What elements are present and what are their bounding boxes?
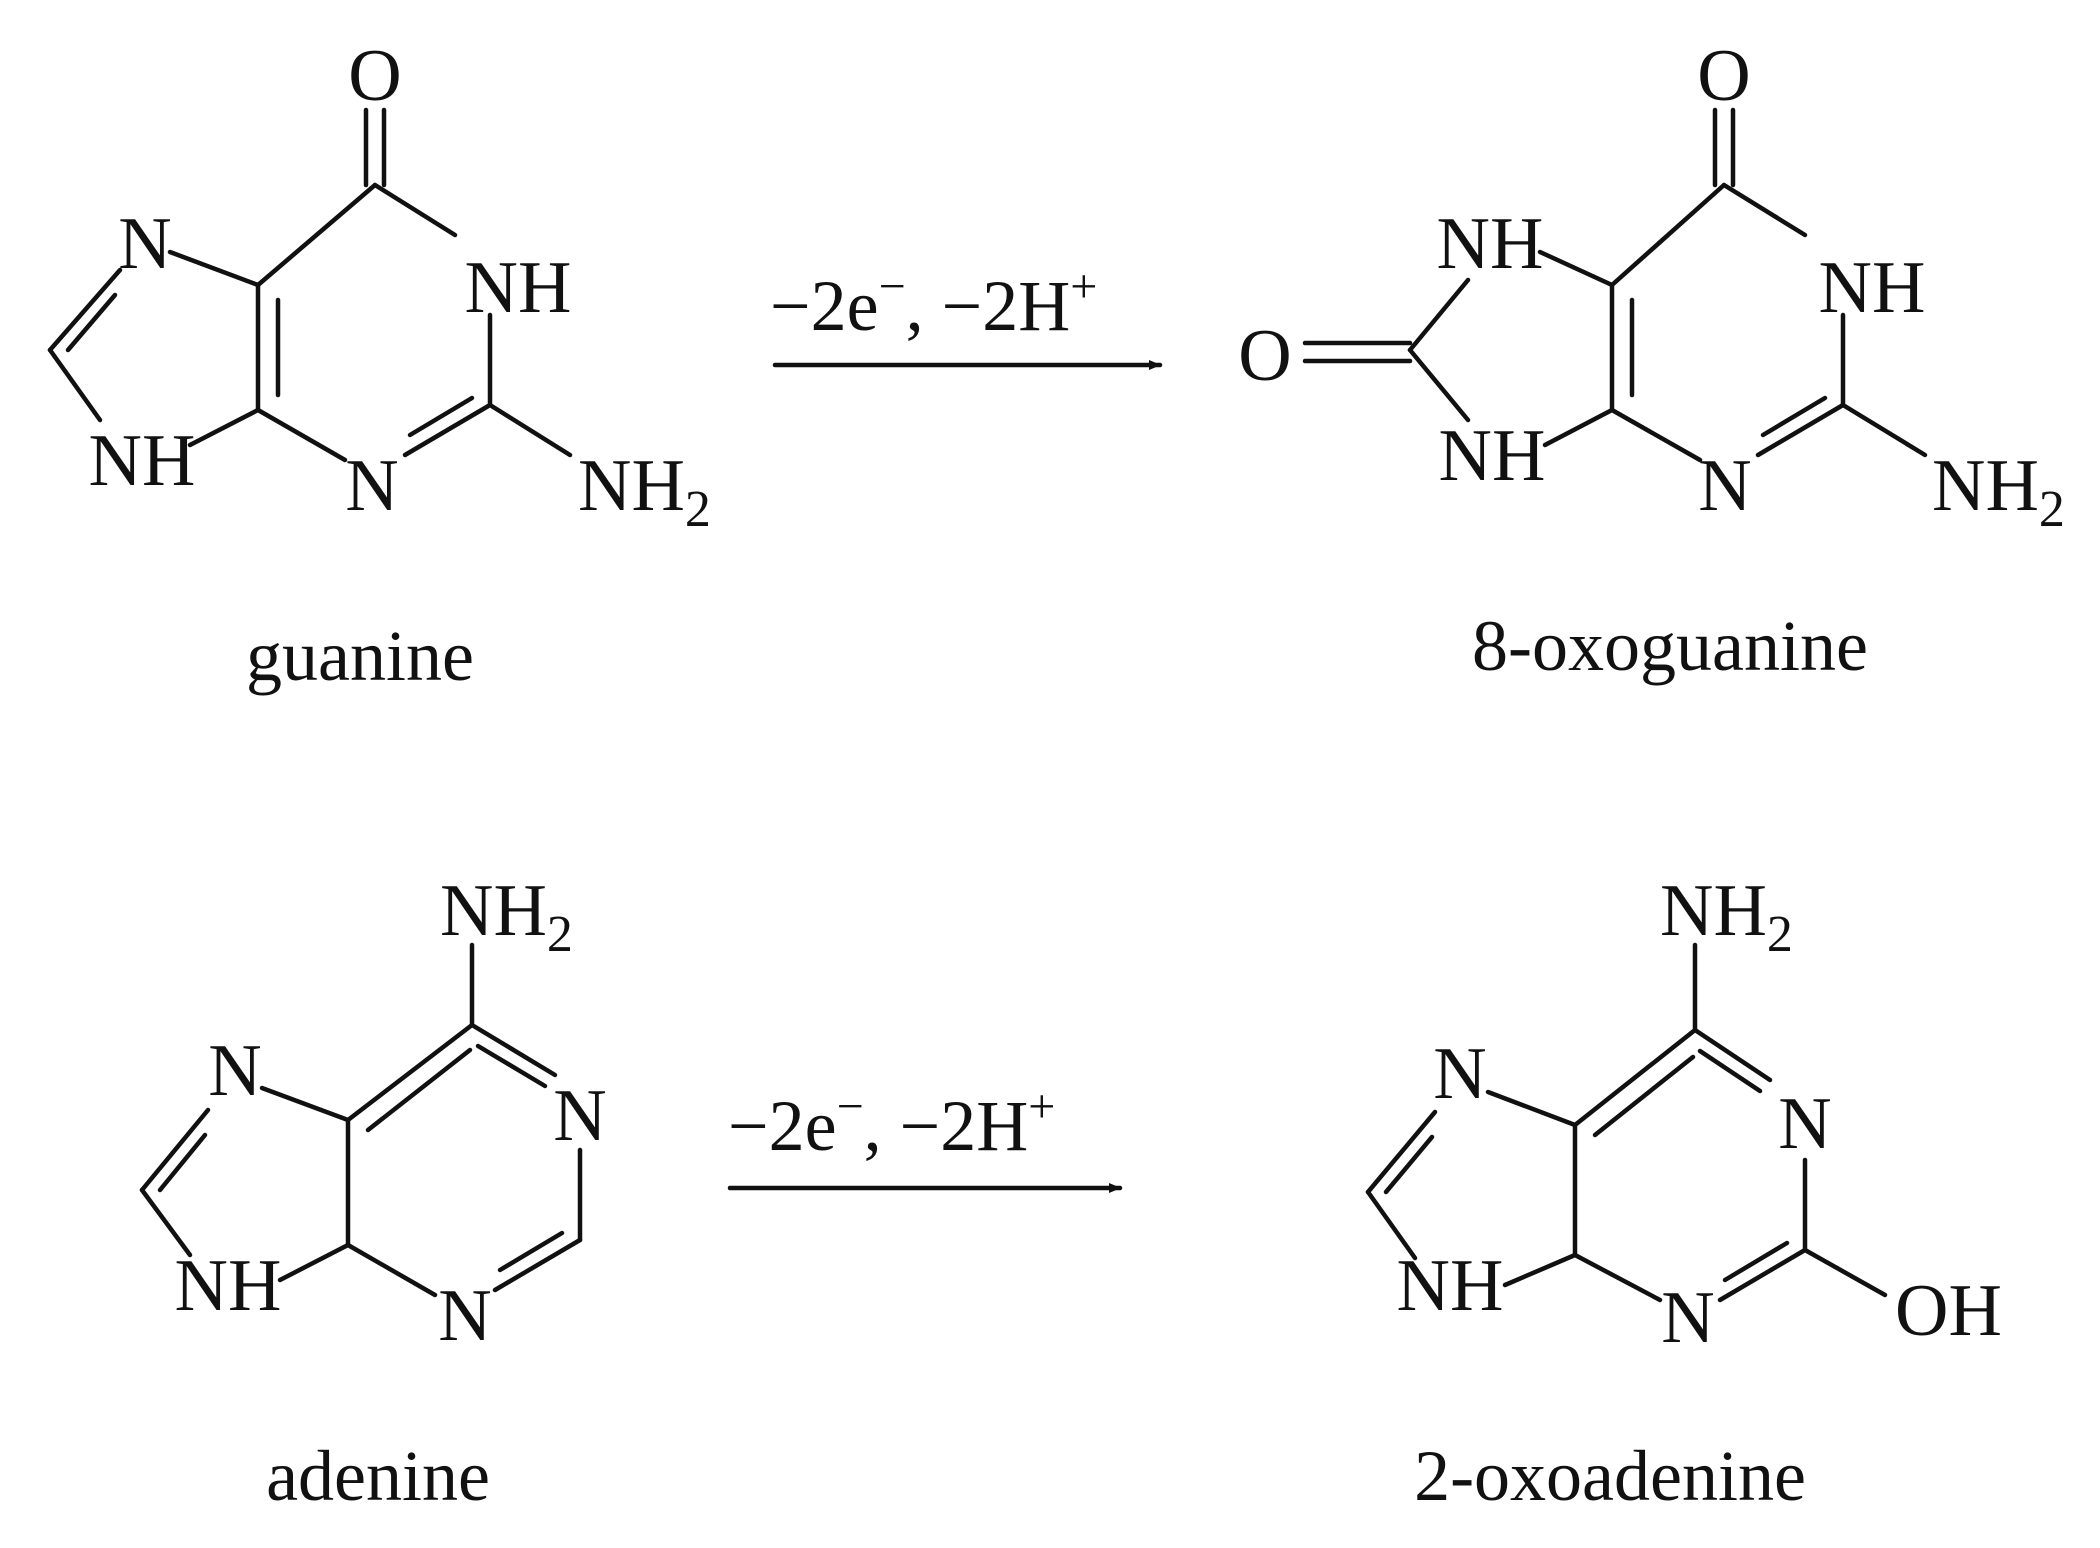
reaction-arrow-2: −2e−, −2H+ [727,1080,1123,1193]
adenine-n9h: NH [175,1245,282,1327]
8-oxoguanine-structure: O O NH NH NH N NH2 8-oxoguanine [1238,35,2065,686]
2-oxoadenine-n1: N [1778,1083,1831,1165]
adenine-structure: NH2 N N NH N adenine [139,870,607,1516]
8-oxoguanine-carbonyl-oxygen: O [1697,35,1750,117]
reaction-adenine-oxidation: NH2 N N NH N adenine −2e−, −2H+ [139,870,2002,1516]
reaction-2-conditions: −2e−, −2H+ [728,1080,1055,1166]
guanine-n9h: NH [89,420,196,502]
adenine-n1: N [553,1075,606,1157]
adenine-bonds [139,942,583,1298]
guanine-structure: O N NH NH N NH2 guanine [47,35,711,696]
2-oxoadenine-hydroxyl: OH [1895,1270,2002,1352]
2-oxoadenine-n9h: NH [1397,1245,1504,1327]
adenine-n3: N [438,1275,491,1357]
8-oxoguanine-n9h: NH [1439,415,1546,497]
8-oxoguanine-name: 8-oxoguanine [1472,606,1868,686]
2-oxoadenine-name: 2-oxoadenine [1414,1436,1806,1516]
guanine-n1h: NH [465,247,572,329]
8-oxoguanine-amino-group: NH2 [1932,445,2065,538]
guanine-carbonyl-oxygen: O [348,35,401,117]
adenine-name: adenine [266,1436,490,1516]
8-oxoguanine-n7h: NH [1437,203,1544,285]
adenine-n7: N [208,1030,261,1112]
8-oxoguanine-atom-labels: O O NH NH NH N NH2 [1238,35,2065,538]
2-oxoadenine-structure: NH2 N N NH N OH 2-oxoadenine [1365,870,2002,1516]
guanine-atom-labels: O N NH NH N NH2 [89,35,711,538]
adenine-atom-labels: NH2 N N NH N [175,870,607,1357]
8-oxoguanine-n1h: NH [1819,247,1926,329]
reaction-guanine-oxidation: O N NH NH N NH2 guanine −2e−, −2H+ [47,35,2065,696]
guanine-name: guanine [246,616,474,696]
guanine-amino-group: NH2 [578,445,711,538]
8-oxoguanine-bonds [1302,107,1928,463]
guanine-n3: N [345,445,398,527]
2-oxoadenine-atom-labels: NH2 N N NH N OH [1397,870,2002,1359]
reaction-1-conditions: −2e−, −2H+ [770,260,1097,346]
reaction-arrow-1: −2e−, −2H+ [770,260,1163,370]
guanine-bonds [47,107,573,463]
8-oxoguanine-n3: N [1698,445,1751,527]
adenine-amino-group: NH2 [440,870,573,963]
guanine-n7: N [118,203,171,285]
2-oxoadenine-amino-group: NH2 [1660,870,1793,963]
2-oxoadenine-n7: N [1433,1033,1486,1115]
2-oxoadenine-n3: N [1661,1277,1714,1359]
8-oxoguanine-oxo-oxygen: O [1238,315,1291,397]
2-oxoadenine-bonds [1365,942,1888,1303]
